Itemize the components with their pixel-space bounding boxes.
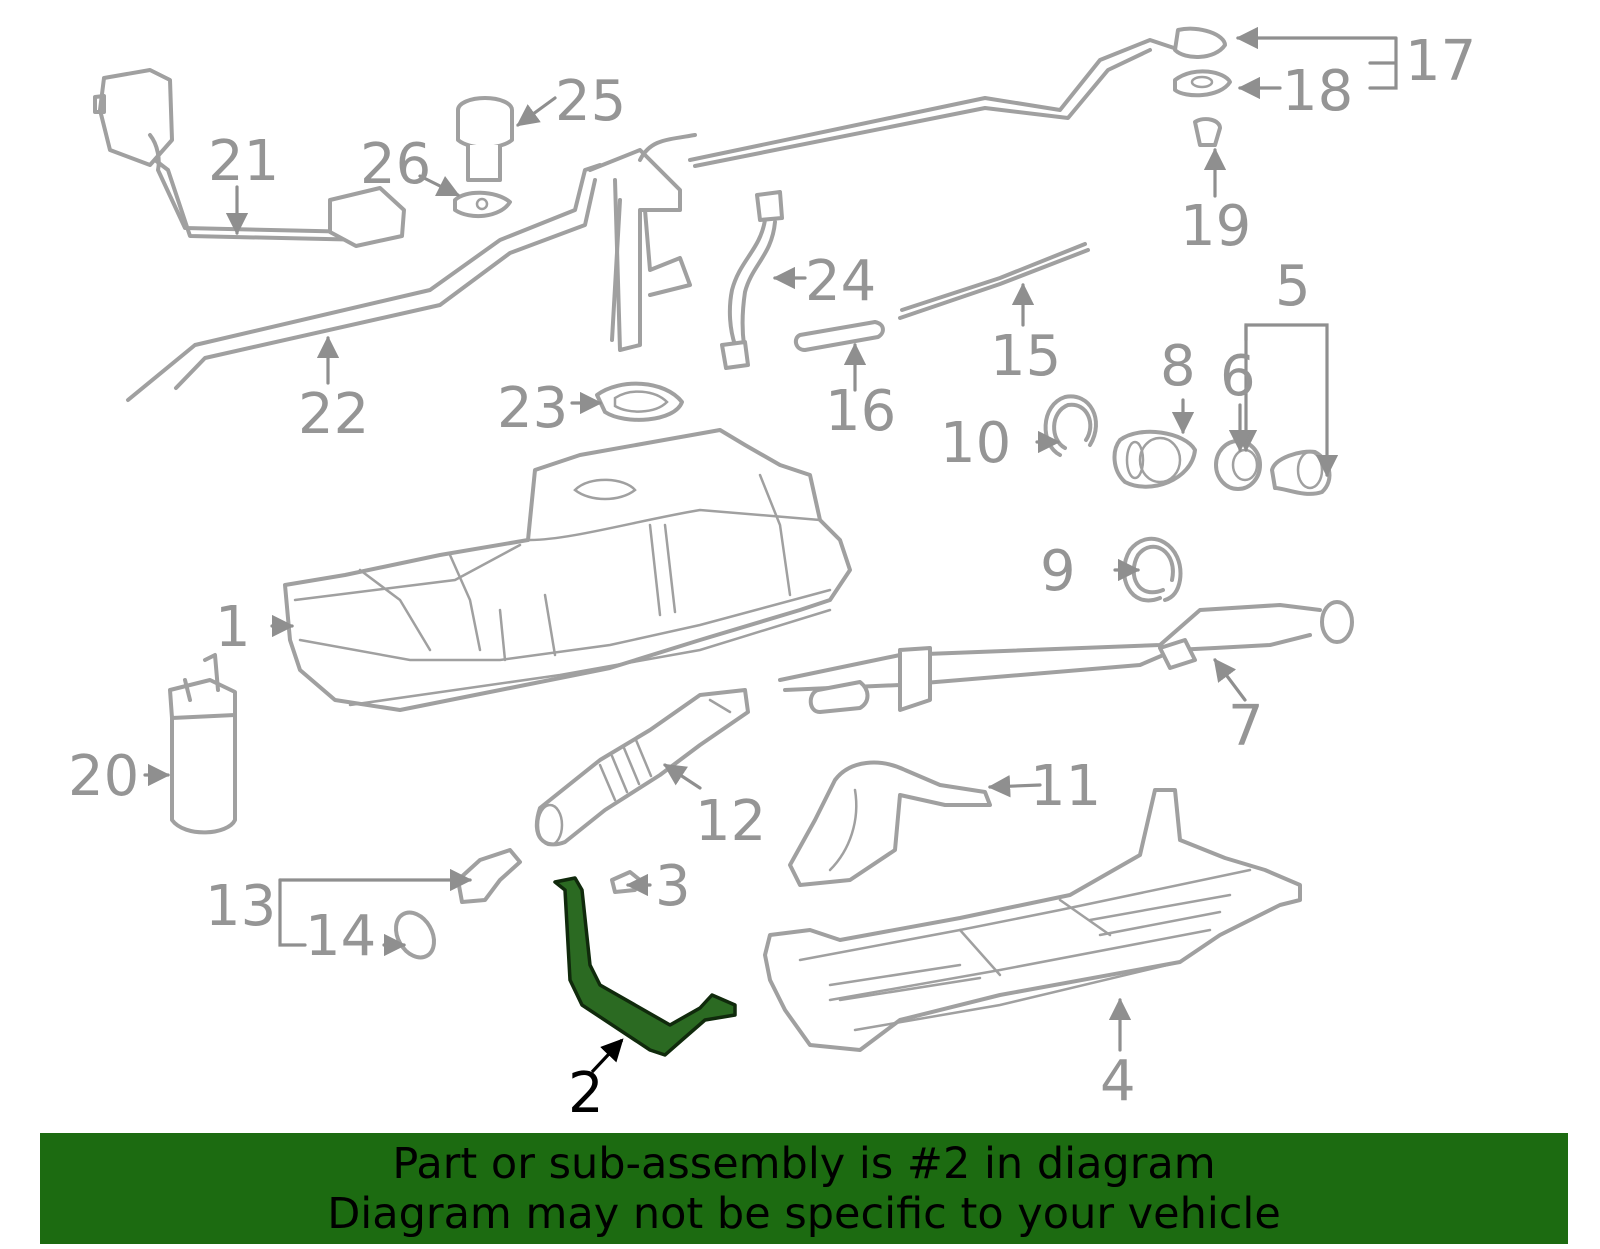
part-25-vent-valve (456, 96, 514, 182)
part-3-bolt (610, 870, 642, 894)
leader-lines (143, 26, 1398, 1074)
part-7-filler-pipe (778, 600, 1354, 714)
callout-2: 2 (568, 1061, 604, 1126)
part-9-ring (1122, 536, 1183, 603)
callout-5: 5 (1275, 254, 1311, 319)
part-12-filler-hose (534, 688, 750, 847)
part-15-tube (898, 242, 1090, 320)
part-14-o-ring (394, 910, 436, 960)
part-11-heat-shield (788, 760, 992, 887)
part-2-fuel-tank-strap (553, 876, 737, 1057)
callout-21: 21 (208, 129, 279, 194)
part-26-gasket-valve (453, 190, 512, 219)
info-banner: Part or sub-assembly is #2 in diagram Di… (40, 1133, 1568, 1244)
callout-22: 22 (298, 382, 369, 447)
part-16-hose (793, 320, 885, 352)
part-21-fuel-vapor-hose (93, 68, 406, 248)
part-10-ring (1043, 394, 1098, 457)
part-13-connector (456, 848, 522, 904)
part-20-fuel-pump (168, 653, 237, 835)
callout-13: 13 (205, 874, 276, 939)
part-1-fuel-tank (283, 428, 852, 712)
part-17-cap-assembly (1173, 26, 1227, 59)
part-18-gasket (1173, 69, 1232, 98)
callout-23: 23 (497, 376, 568, 441)
callout-18: 18 (1282, 59, 1353, 124)
part-22-fuel-line (126, 163, 602, 402)
callout-17: 17 (1405, 29, 1476, 94)
callout-6: 6 (1220, 344, 1256, 409)
part-8-filler-housing (1112, 429, 1197, 489)
callout-26: 26 (360, 132, 431, 197)
callout-1: 1 (215, 595, 251, 660)
part-6-gasket (1214, 439, 1262, 491)
callout-9: 9 (1040, 539, 1076, 604)
callout-8: 8 (1160, 334, 1196, 399)
part-24-wire-harness (720, 190, 784, 370)
callout-24: 24 (805, 249, 876, 314)
callout-16: 16 (825, 379, 896, 444)
callout-4: 4 (1100, 1049, 1136, 1114)
banner-line-disclaimer: Diagram may not be specific to your vehi… (327, 1189, 1281, 1239)
part-4-skid-plate (763, 788, 1302, 1052)
part-5-fuel-cap (1270, 449, 1332, 496)
callout-14: 14 (305, 904, 376, 969)
callout-11: 11 (1030, 754, 1101, 819)
callout-25: 25 (555, 69, 626, 134)
banner-line-part-info: Part or sub-assembly is #2 in diagram (392, 1139, 1216, 1189)
callout-20: 20 (68, 744, 139, 809)
callout-3: 3 (655, 854, 691, 919)
callout-10: 10 (940, 411, 1011, 476)
part-23-gasket (595, 381, 684, 422)
part-pump-bracket (588, 38, 1182, 352)
callout-labels: 1 2 3 4 5 6 7 8 9 10 11 12 13 14 15 16 1… (68, 29, 1476, 1126)
callout-19: 19 (1180, 194, 1251, 259)
part-19-clip (1193, 117, 1222, 147)
callout-7: 7 (1228, 694, 1264, 759)
callout-15: 15 (990, 324, 1061, 389)
callout-12: 12 (695, 789, 766, 854)
